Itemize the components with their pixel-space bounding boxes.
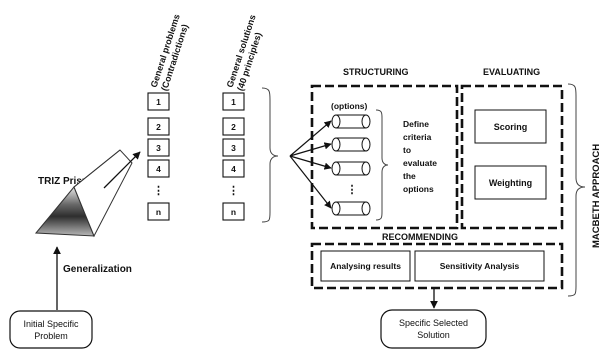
triz-prism-icon — [34, 149, 133, 238]
criteria-line-2: criteria — [403, 132, 432, 142]
solutions-brace — [261, 87, 279, 223]
evaluating-title: EVALUATING — [483, 67, 540, 77]
initial-problem-box — [9, 310, 93, 349]
scoring-label: Scoring — [494, 122, 528, 132]
structuring-box — [310, 84, 459, 230]
structuring-title: STRUCTURING — [343, 67, 409, 77]
option-cylinder-2 — [331, 137, 371, 152]
solution-label-2: 2 — [231, 122, 236, 132]
define-criteria-text: Define criteria to evaluate the options — [403, 119, 437, 194]
criteria-brace — [375, 109, 389, 221]
evaluating-box — [460, 84, 564, 230]
problem-label-n: n — [156, 207, 161, 217]
sensitivity-analysis-label: Sensitivity Analysis — [440, 261, 520, 271]
solution-ellipsis: ⋮ — [228, 185, 239, 197]
problem-label-1: 1 — [156, 97, 161, 107]
final-solution-box — [380, 309, 487, 349]
analysing-results-box — [320, 250, 411, 282]
prism-title: TRIZ Prism — [38, 176, 91, 187]
general-problems-list: 1 2 3 4 ⋮ n — [147, 92, 170, 221]
problem-label-4: 4 — [156, 164, 161, 174]
solution-label-n: n — [231, 207, 236, 217]
problem-box-4 — [147, 159, 170, 178]
scoring-box — [474, 109, 547, 144]
analysing-results-label: Analysing results — [330, 261, 401, 271]
problem-box-3 — [147, 138, 170, 157]
criteria-line-5: the — [403, 171, 416, 181]
general-problems-header: General problems (Contradictions) — [149, 13, 190, 92]
criteria-line-1: Define — [403, 119, 429, 129]
criteria-line-3: to — [403, 145, 411, 155]
weighting-box — [474, 165, 547, 200]
weighting-label: Weighting — [489, 178, 532, 188]
solution-box-n — [222, 202, 245, 221]
macbeth-brace — [567, 83, 586, 297]
problem-ellipsis: ⋮ — [153, 185, 164, 197]
macbeth-label: MACBETH APPROACH — [591, 144, 602, 248]
prism-to-problems-arrow — [103, 151, 141, 189]
option-cylinder-1 — [331, 114, 371, 129]
solution-box-2 — [222, 117, 245, 136]
final-solution-line2: Solution — [417, 330, 450, 340]
option-cylinder-4 — [331, 201, 371, 216]
macbeth-label-group: MACBETH APPROACH — [591, 144, 602, 248]
solution-box-1 — [222, 92, 245, 111]
recommending-title: RECOMMENDING — [382, 232, 458, 242]
generalization-label: Generalization — [63, 264, 132, 275]
recommending-box — [310, 242, 564, 290]
criteria-line-4: evaluate — [403, 158, 437, 168]
initial-problem-line2: Problem — [34, 331, 68, 341]
sensitivity-analysis-box — [414, 250, 545, 282]
options-label: (options) — [331, 101, 368, 111]
option-cylinder-3 — [331, 161, 371, 176]
solution-label-4: 4 — [231, 164, 236, 174]
final-solution-line1: Specific Selected — [399, 318, 468, 328]
problem-box-1 — [147, 92, 170, 111]
problem-label-3: 3 — [156, 143, 161, 153]
solution-box-4 — [222, 159, 245, 178]
options-arrows — [289, 120, 332, 209]
solution-box-3 — [222, 138, 245, 157]
general-solutions-list: 1 2 3 4 ⋮ n — [222, 92, 245, 221]
general-solutions-header: General solutions (40 principles) — [225, 13, 264, 92]
problem-label-2: 2 — [156, 122, 161, 132]
initial-problem-line1: Initial Specific — [23, 319, 79, 329]
options-ellipsis: ⋮ — [347, 184, 358, 196]
solution-label-1: 1 — [231, 97, 236, 107]
problem-box-2 — [147, 117, 170, 136]
problem-box-n — [147, 202, 170, 221]
solution-label-3: 3 — [231, 143, 236, 153]
criteria-line-6: options — [403, 184, 434, 194]
